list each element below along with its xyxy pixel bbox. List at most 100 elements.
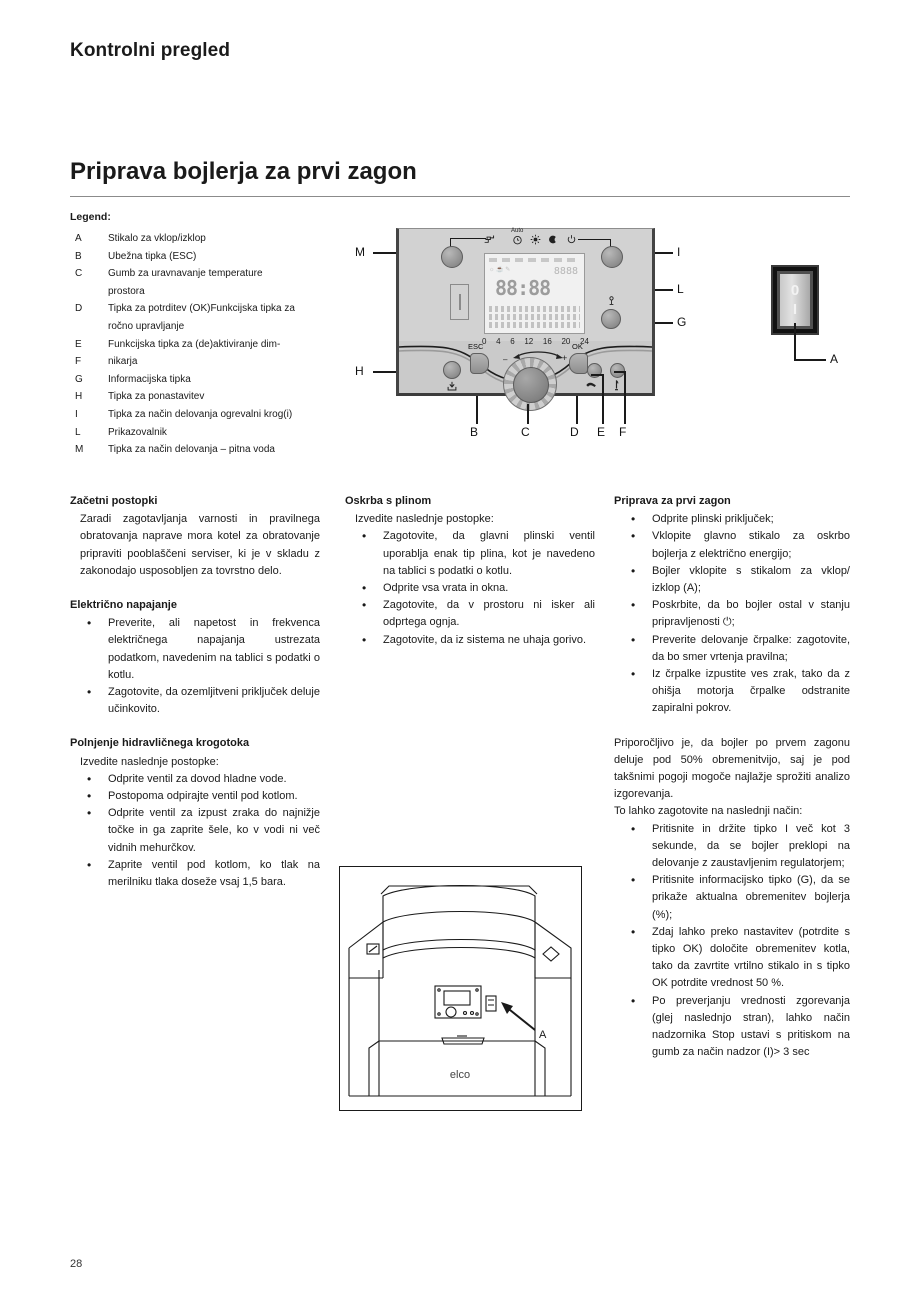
callout-b: B [470,425,479,439]
legend-label: prostora [108,285,145,297]
legend-item: E Funkcijska tipka za (de)aktiviranje di… [70,336,335,354]
legend-key: B [75,250,82,262]
list-item: Postopoma odpirajte ventil pod kotlom. [70,788,320,805]
list-item: Odprite vsa vrata in okna. [345,580,595,597]
leader-b [476,396,478,424]
list-item: Bojler vklopite s stikalom za vklop/ izk… [614,563,850,597]
section-heading-priprava-za-prvi-zagon: Priprava za prvi zagon [614,495,731,507]
legend-item: M Tipka za način delovanja – pitna voda [70,441,335,459]
callout-g: G [677,315,687,329]
legend-key [70,283,108,301]
legend-label: nikarja [108,356,138,368]
ok-button[interactable] [569,353,588,374]
legend-item: A Stikalo za vklop/izklop [70,230,335,248]
esc-button[interactable] [470,353,489,374]
legend-label: Stikalo za vklop/izklop [108,233,206,244]
auto-label: Auto [511,228,524,234]
legend-item: prostora [70,283,335,301]
legend-item: L Prikazovalnik [70,424,335,442]
list-item: Zdaj lahko preko nastavitev (potrdite s … [614,924,850,993]
legend-block: Legend: A Stikalo za vklop/izklop B Ubež… [70,211,335,459]
boiler-illustration: A elco [339,866,582,1111]
legend-key: C [75,268,83,280]
legend-label: Funkcijska tipka za (de)aktiviranje dim- [108,338,281,350]
paragraph: Zaradi zagotavljanja varnosti in praviln… [80,513,320,577]
leader-m [373,252,412,254]
callout-i: I [677,245,681,259]
list-item: Poskrbite, da bo bojler ostal v stanju p… [614,597,850,631]
leader-f-arm [614,371,625,373]
power-switch-rocker[interactable]: 0 I [780,274,810,326]
legend-item: B Ubežna tipka (ESC) [70,248,335,266]
section-heading-oskrba-s-plinom: Oskrba s plinom [345,495,432,507]
section-heading-elektricno-napajanje: Električno napajanje [70,599,177,612]
power-switch-bezel: 0 I [777,271,813,329]
dhw-mode-button[interactable] [441,246,463,268]
paragraph: Priporočljivo je, da bojler po prvem zag… [614,736,850,801]
text-column-3: Priprava za prvi zagon Odprite plinski p… [614,493,850,1062]
heating-mode-button[interactable] [601,246,623,268]
list-item: Zagotovite, da ozemljitveni priključek d… [70,684,320,718]
hand-icon [585,380,598,394]
legend-item: C Gumb za uravnavanje temperature [70,265,335,283]
legend-label: Ubežna tipka (ESC) [108,250,197,262]
paragraph: To lahko zagotovite na naslednji način: [614,805,803,818]
title-divider [70,196,850,197]
rotary-dial-hub[interactable] [513,367,549,403]
reset-button[interactable] [443,361,461,379]
legend-label: Prikazovalnik [108,426,167,438]
lcd-primary-value: 88:88 [495,276,551,300]
leader-f [624,371,626,424]
legend-label: Tipka za način delovanja – pitna voda [108,444,275,456]
lcd-timeprogram-bars [489,306,580,330]
leader-dhw-icon-drop [450,238,452,247]
callout-a: A [830,352,839,366]
list-item: Pritisnite informacijsko tipko (G), da s… [614,872,850,924]
ok-button-label: OK [572,342,583,351]
list-item: Preverite delovanje črpalke: zagotovite,… [614,632,850,666]
chimney-sweep-button[interactable] [610,363,625,378]
moon-icon [548,234,559,248]
text-column-2: Oskrba s plinom Izvedite naslednje posto… [345,493,595,649]
callout-f: F [619,425,627,439]
legend-label: Gumb za uravnavanje temperature [108,268,263,280]
paragraph-lead: Izvedite naslednje postopke: [355,513,494,526]
leader-a-switch-arm [794,359,826,361]
bullet-list-load-setting: Pritisnite in držite tipko I več kot 3 s… [614,821,850,1062]
info-icon [607,296,616,310]
leader-mode-icons [578,239,611,241]
legend-key: G [75,373,83,385]
legend-label: Tipka za način delovanja ogrevalni krog(… [108,408,293,420]
section-heading-zacetni-postopki: Začetni postopki [70,495,158,507]
bullet-list-startup: Odprite plinski priključek; Vklopite gla… [614,511,850,717]
scale-tick: 4 [496,337,501,346]
dial-rotation-indicator [507,349,569,361]
page-number: 28 [70,1258,83,1270]
lcd-status-icons: ☼ ☕ ✎ [489,267,511,273]
section-heading-polnjenje: Polnjenje hidravličnega krogotoka [70,737,250,750]
list-item: Vklopite glavno stikalo za oskrbo bojler… [614,528,850,562]
manual-function-button[interactable] [587,363,602,378]
legend-label: Tipka za ponastavitev [108,391,205,403]
legend-key: L [75,426,81,438]
lcd-top-segments [489,258,580,262]
boiler-callout-a: A [539,1029,547,1041]
info-button[interactable] [601,309,621,329]
callout-e: E [597,425,606,439]
legend-title: Legend: [70,211,111,223]
text-column-1: Začetni postopki Zaradi zagotavljanja va… [70,493,320,891]
list-item: Odprite ventil za dovod hladne vode. [70,771,320,788]
rotary-dial[interactable] [503,357,557,411]
power-switch-housing: 0 I [771,265,819,335]
legend-item: I Tipka za način delovanja ogrevalni kro… [70,406,335,424]
switch-on-label: I [792,301,798,318]
list-item: Pritisnite in držite tipko I več kot 3 s… [614,821,850,873]
list-item: Zagotovite, da glavni plinski ventil upo… [345,528,595,580]
bullet-list-gas-supply: Zagotovite, da glavni plinski ventil upo… [345,528,595,649]
legend-key: E [75,338,82,350]
list-item: Po preverjanju vrednosti zgorevanja (gle… [614,993,850,1062]
scale-tick: 0 [482,337,487,346]
scale-tick: 20 [561,337,571,346]
panel-cover-slot [450,284,469,320]
control-panel-figure: M H I L G [355,228,695,439]
